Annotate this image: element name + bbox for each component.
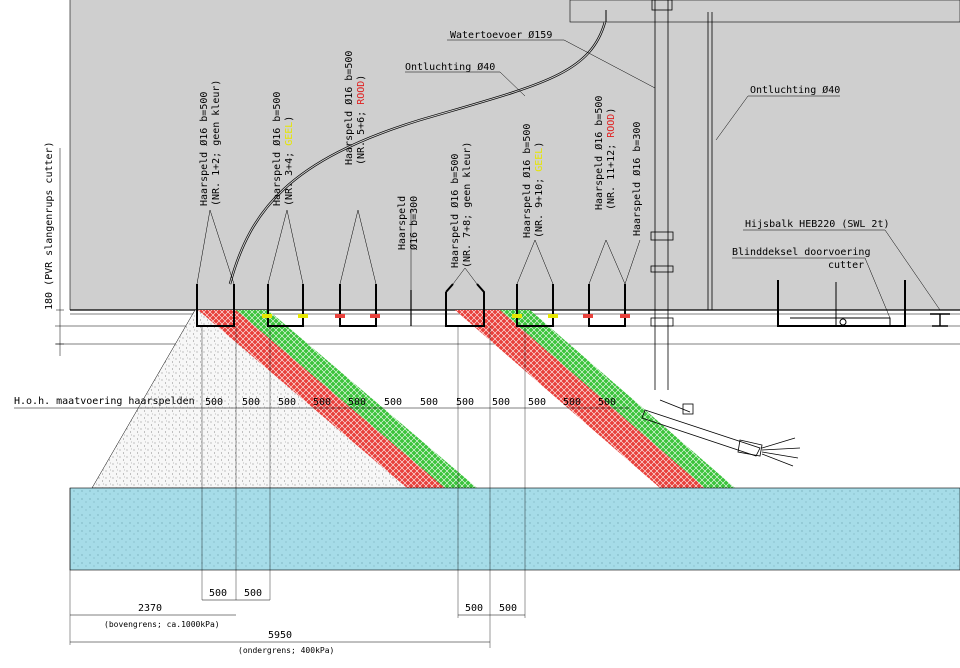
hoh-dim-2: 500 <box>242 397 260 408</box>
hairpin-label-1: Haarspeld Ø16 b=500(NR. 1+2; geen kleur) <box>198 80 222 206</box>
dim-5950-note: (ondergrens; 400kPa) <box>238 646 334 655</box>
watertoevoer-label: Watertoevoer Ø159 <box>450 29 552 41</box>
ontluchting-label-1: Ontluchting Ø40 <box>405 61 495 73</box>
hairpin-label-4: HaarspeldØ16 b=300 <box>397 196 420 250</box>
dim-500-b: 500 <box>244 588 262 599</box>
ontluchting-label-2: Ontluchting Ø40 <box>750 84 840 96</box>
hairpin-markers <box>262 314 630 318</box>
hairpins <box>196 283 626 327</box>
hoh-dim-6: 500 <box>384 397 402 408</box>
hoh-dim-4: 500 <box>313 397 331 408</box>
hairpin-label-8: Haarspeld Ø16 b=300 <box>631 122 643 236</box>
water-layer <box>69 487 960 571</box>
hoh-dim-5: 500 <box>348 397 366 408</box>
red-band-left <box>198 310 445 488</box>
hoh-dim-1: 500 <box>205 397 223 408</box>
hairpin-label-6: Haarspeld Ø16 b=500(NR. 9+10; GEEL) <box>521 124 545 238</box>
dim-2370-note: (bovengrens; ca.1000kPa) <box>104 620 220 629</box>
water-supply-pipe <box>605 0 713 390</box>
dim-2370: 2370 <box>138 603 162 614</box>
bottom-dimensions <box>70 599 525 643</box>
nozzle <box>641 399 801 467</box>
hairpin-labels: Haarspeld Ø16 b=500(NR. 1+2; geen kleur)… <box>198 51 643 268</box>
green-band-left <box>236 310 477 488</box>
leader-lines <box>196 39 941 319</box>
hairpin-label-2: Haarspeld Ø16 b=500(NR. 3+4; GEEL) <box>271 92 295 206</box>
blinddeksel-label-1: Blinddeksel doorvoering <box>732 247 870 258</box>
hoh-label: H.o.h. maatvoering haarspelden <box>14 396 195 407</box>
red-band-right <box>455 310 705 488</box>
hijsbalk-structure <box>777 280 950 327</box>
dim-500-a: 500 <box>209 588 227 599</box>
hoh-dimensions: 500 500 500 500 500 500 500 500 500 500 500 500 <box>205 397 616 408</box>
hoh-dim-10: 500 <box>528 397 546 408</box>
hairpin-label-3: Haarspeld Ø16 b=500(NR. 5+6; ROOD) <box>343 51 367 165</box>
hoh-dim-8: 500 <box>456 397 474 408</box>
green-band-right <box>500 310 735 488</box>
pvr-dimension <box>56 148 64 356</box>
pvr-label: 180 (PVR slangenrups cutter) <box>44 141 55 310</box>
hoh-dim-11: 500 <box>563 397 581 408</box>
hoh-dim-9: 500 <box>492 397 510 408</box>
hijsbalk-label: Hijsbalk HEB220 (SWL 2t) <box>745 219 890 230</box>
hairpin-label-5: Haarspeld Ø16 b=500(NR. 7+8; geen kleur) <box>449 142 473 268</box>
hoh-dim-12: 500 <box>598 397 616 408</box>
hairpin-label-7: Haarspeld Ø16 b=500(NR. 11+12; ROOD) <box>593 96 617 210</box>
extension-lines <box>69 326 526 648</box>
dim-500-c: 500 <box>465 603 483 614</box>
dim-5950: 5950 <box>268 630 292 641</box>
blinddeksel-label-2: cutter <box>828 260 864 271</box>
dim-500-d: 500 <box>499 603 517 614</box>
top-box <box>569 0 960 23</box>
machine-body <box>70 0 960 310</box>
hoh-dim-7: 500 <box>420 397 438 408</box>
hoh-dim-3: 500 <box>278 397 296 408</box>
